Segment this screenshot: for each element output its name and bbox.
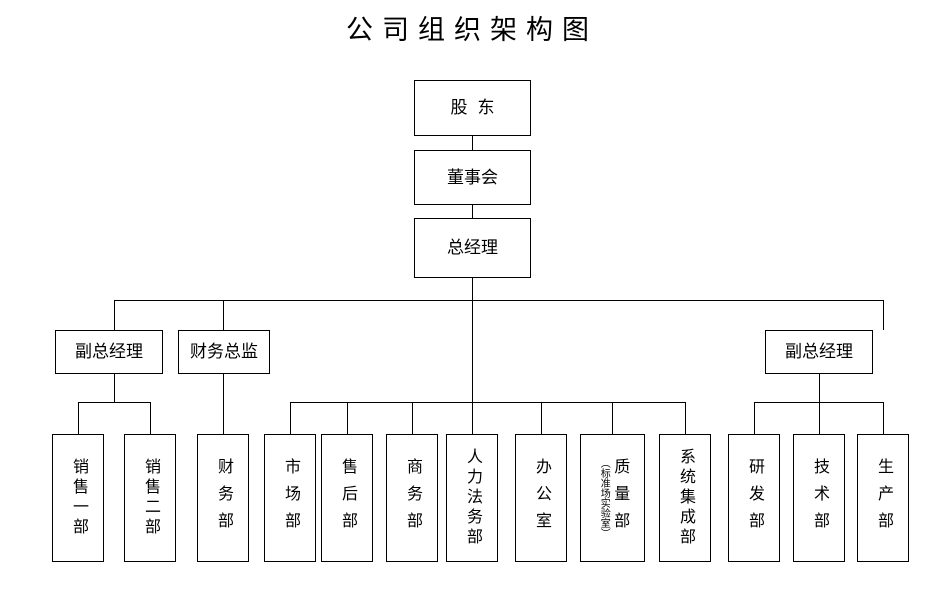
connector-to-system-integration-dept — [685, 402, 687, 434]
connector-to-hr-legal-dept — [471, 402, 473, 434]
connector-level2-bus — [114, 300, 884, 302]
page-title: 公司组织架构图 — [346, 15, 598, 45]
node-marketing-dept[interactable]: 市场部 — [264, 434, 316, 562]
node-sales-2-label: 销售二部 — [142, 458, 159, 538]
node-rd-dept[interactable]: 研发部 — [728, 434, 780, 562]
node-general-manager-label: 总经理 — [447, 238, 498, 258]
node-deputy-gm-right[interactable]: 副总经理 — [765, 330, 873, 374]
connector-bus-to-deputy-left — [114, 300, 116, 330]
node-marketing-dept-label: 市场部 — [282, 457, 299, 539]
node-system-integration-dept-label: 系统集成部 — [677, 448, 694, 548]
node-rd-dept-label: 研发部 — [746, 457, 763, 539]
connector-deputy-left-bus — [78, 402, 151, 404]
node-general-manager[interactable]: 总经理 — [414, 218, 531, 278]
connector-board-gm — [471, 205, 473, 218]
connector-deputy-right-down — [819, 374, 821, 402]
connector-to-business-dept — [412, 402, 414, 434]
connector-deputy-left-down — [114, 374, 116, 402]
node-finance-director-label: 财务总监 — [190, 342, 258, 362]
node-tech-dept[interactable]: 技术部 — [793, 434, 845, 562]
node-quality-dept[interactable]: 质量部 （标准场实验室） — [580, 434, 645, 562]
node-board[interactable]: 董事会 — [414, 150, 531, 205]
node-production-dept[interactable]: 生产部 — [857, 434, 909, 562]
node-business-dept[interactable]: 商务部 — [386, 434, 438, 562]
connector-to-tech-dept — [819, 402, 821, 434]
node-tech-dept-label: 技术部 — [811, 457, 828, 539]
node-sales-1-label: 销售一部 — [70, 458, 87, 538]
node-deputy-gm-left-label: 副总经理 — [75, 342, 143, 362]
connector-finance-director-to-finance-dept — [223, 374, 225, 434]
node-shareholders-label: 股东 — [450, 98, 505, 118]
connector-bus-to-deputy-right — [883, 300, 885, 330]
connector-to-production-dept — [883, 402, 885, 434]
node-quality-dept-label: 质量部 — [611, 457, 629, 539]
node-aftersales-dept[interactable]: 售后部 — [321, 434, 373, 562]
node-production-dept-label: 生产部 — [875, 457, 892, 539]
node-finance-dept-label: 财务部 — [215, 457, 232, 539]
node-finance-dept[interactable]: 财务部 — [197, 434, 249, 562]
connector-to-rd-dept — [754, 402, 756, 434]
node-shareholders[interactable]: 股东 — [414, 80, 531, 136]
connector-shareholders-board — [471, 136, 473, 150]
node-sales-2[interactable]: 销售二部 — [124, 434, 176, 562]
node-finance-director[interactable]: 财务总监 — [178, 330, 270, 374]
connector-to-sales-2 — [150, 402, 152, 434]
node-aftersales-dept-label: 售后部 — [339, 457, 356, 539]
node-board-label: 董事会 — [447, 167, 498, 187]
connector-to-office — [541, 402, 543, 434]
node-office-label: 办公室 — [533, 457, 550, 539]
node-quality-dept-sublabel: （标准场实验室） — [598, 458, 610, 538]
node-business-dept-label: 商务部 — [404, 457, 421, 539]
connector-to-quality-dept — [612, 402, 614, 434]
connector-to-aftersales-dept — [347, 402, 349, 434]
node-deputy-gm-right-label: 副总经理 — [785, 342, 853, 362]
node-system-integration-dept[interactable]: 系统集成部 — [659, 434, 711, 562]
connector-bus-to-finance-director — [223, 300, 225, 330]
connector-gm-trunk — [471, 278, 473, 402]
node-hr-legal-dept-label: 人力法务部 — [464, 448, 481, 548]
connector-center-bus — [290, 402, 686, 404]
node-hr-legal-dept[interactable]: 人力法务部 — [446, 434, 498, 562]
node-deputy-gm-left[interactable]: 副总经理 — [55, 330, 163, 374]
node-office[interactable]: 办公室 — [515, 434, 567, 562]
connector-to-marketing-dept — [290, 402, 292, 434]
connector-to-sales-1 — [78, 402, 80, 434]
node-sales-1[interactable]: 销售一部 — [52, 434, 104, 562]
